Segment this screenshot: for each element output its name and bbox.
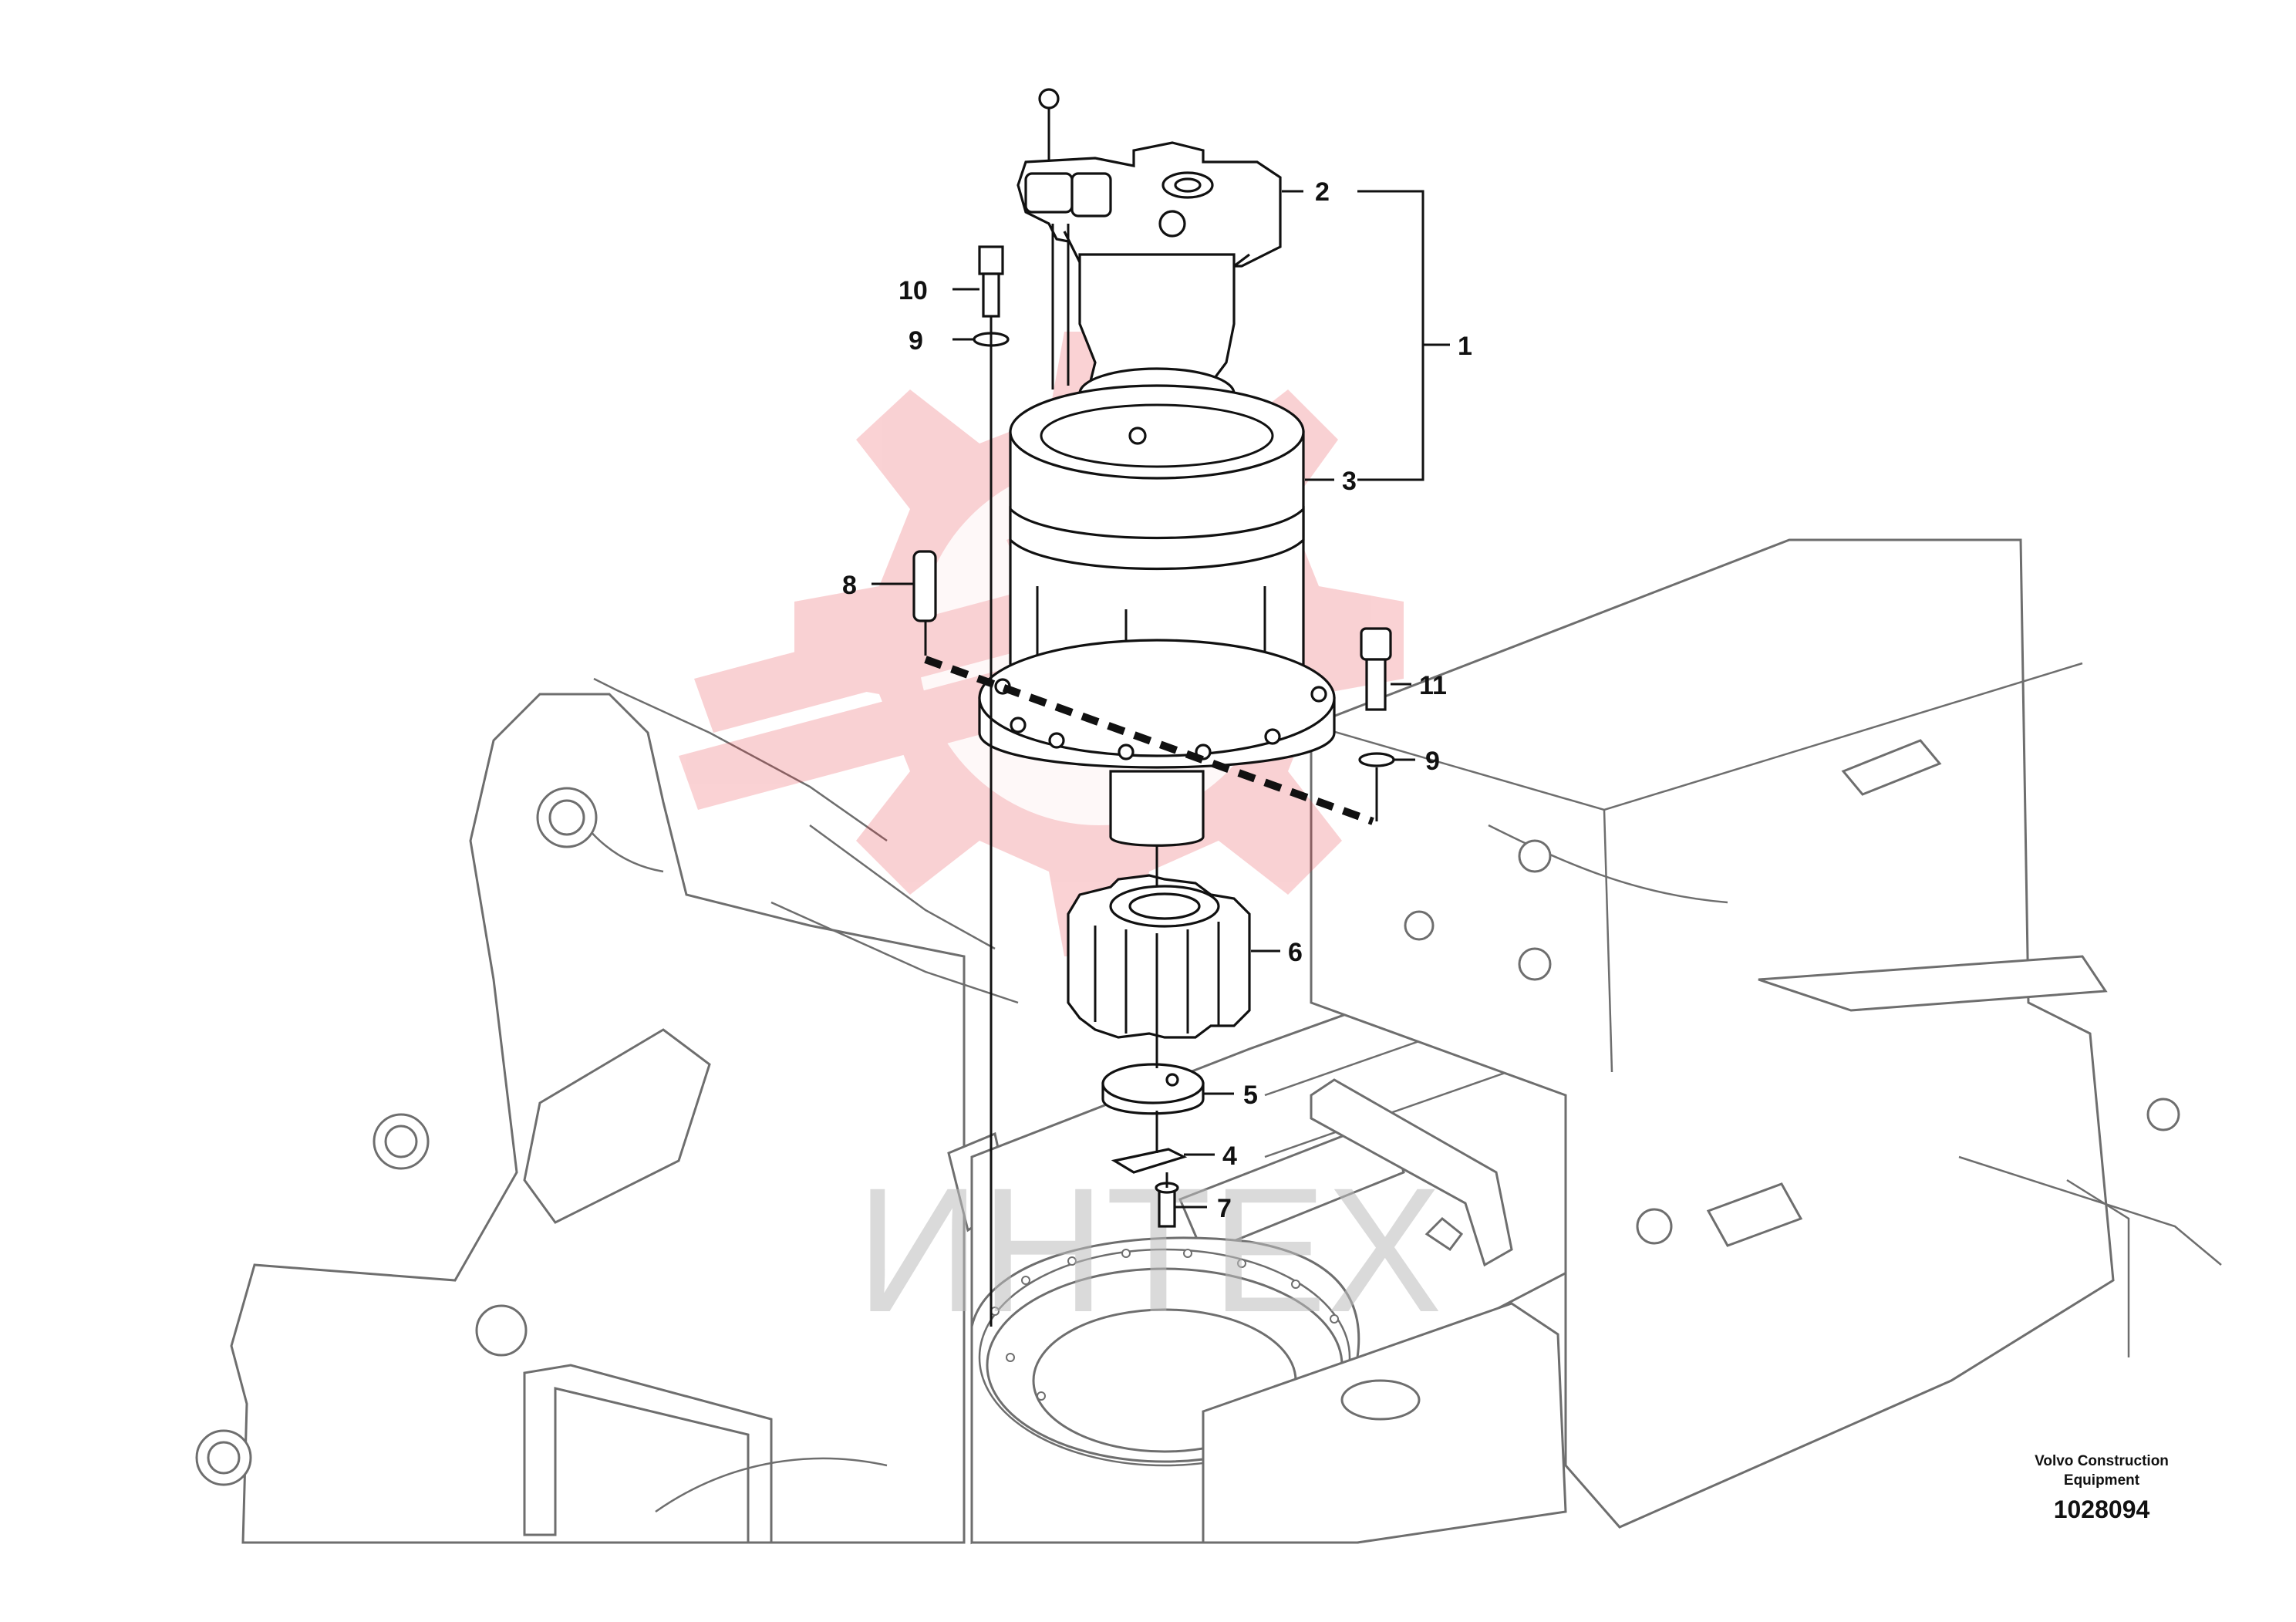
- callout-1: 1: [1458, 332, 1472, 361]
- part-pinion-gear: [1067, 874, 1251, 1039]
- assembly-axes: [924, 316, 1378, 1327]
- callout-10: 10: [899, 276, 928, 305]
- credit-company-line2: Equipment: [2064, 1472, 2140, 1489]
- part-retainer-plate: [1101, 1063, 1205, 1115]
- callout-5: 5: [1243, 1081, 1258, 1110]
- part-lock-plate: [1111, 1148, 1188, 1174]
- part-pin-8: [912, 550, 937, 622]
- callout-8: 8: [842, 571, 857, 600]
- upper-frame-drawing: [195, 538, 2222, 1545]
- bolt-circle: [990, 1249, 1339, 1401]
- callout-7: 7: [1217, 1194, 1232, 1223]
- part-bolt-10: [978, 245, 1004, 318]
- credit-company-line1: Volvo Construction: [2035, 1453, 2169, 1469]
- callout-9-lower: 9: [1425, 747, 1440, 776]
- callout-9-upper: 9: [909, 326, 923, 356]
- part-screw-11: [1360, 627, 1392, 711]
- callout-2: 2: [1315, 177, 1330, 207]
- callout-11: 11: [1419, 671, 1447, 700]
- callout-6: 6: [1288, 938, 1303, 967]
- callout-leaders: [872, 190, 1450, 1209]
- part-gearbox-housing: [978, 224, 1336, 847]
- callout-3: 3: [1342, 467, 1357, 496]
- drawing-credit: Volvo Construction Equipment 1028094: [2035, 1453, 2169, 1523]
- drawing-reference-number: 1028094: [2054, 1496, 2150, 1523]
- watermark-text: ИНТЕХ: [856, 1151, 1442, 1349]
- callout-labels: 1 2 3 4 5 6 7 8 9 9 10 11: [842, 177, 1472, 1223]
- part-screw-7: [1155, 1182, 1179, 1228]
- callout-4: 4: [1222, 1141, 1237, 1171]
- part-washer-9-lower: [1358, 752, 1395, 767]
- flange-bolt-holes: [994, 678, 1327, 760]
